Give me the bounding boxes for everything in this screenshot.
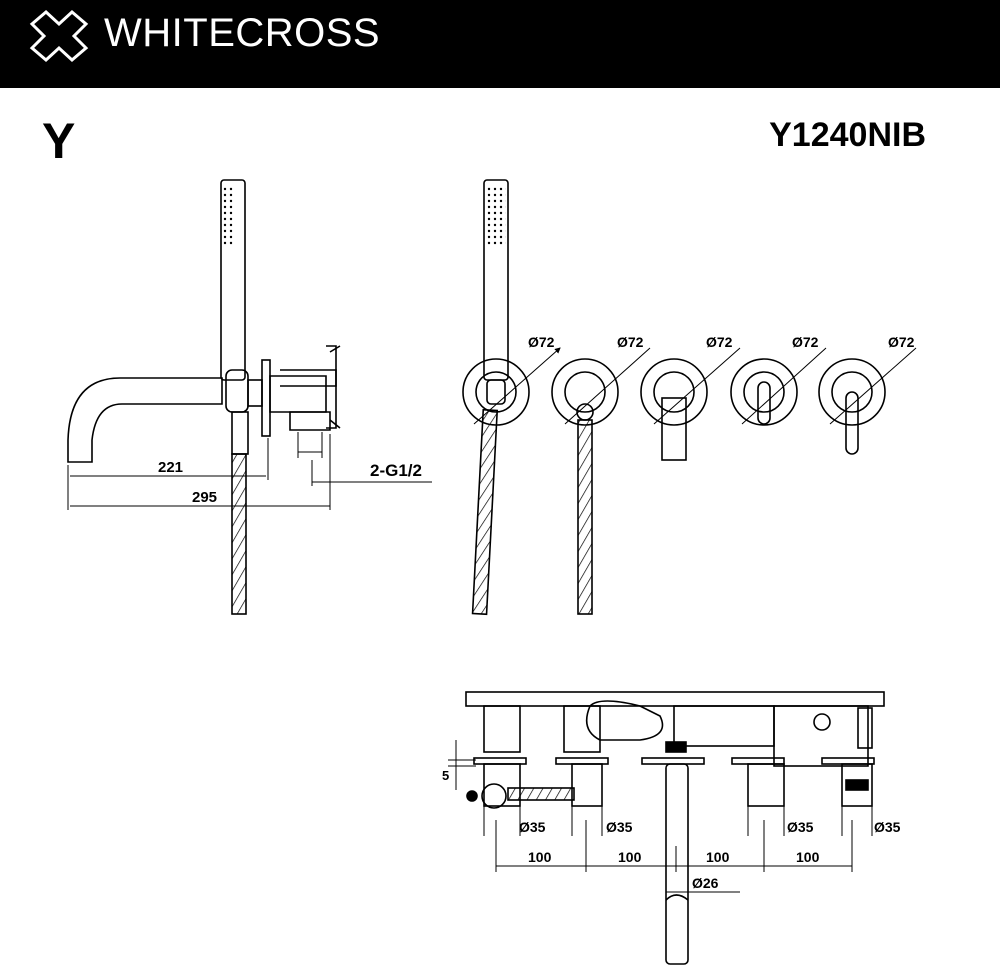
- top-hose: [507, 787, 575, 801]
- side-view: [67, 179, 432, 615]
- cross-x-logo-icon: [29, 9, 89, 63]
- body-dia-4: Ø35: [874, 819, 901, 835]
- wall-flange: [261, 359, 271, 437]
- top-wall-plate: [465, 691, 885, 707]
- body-dia-3: Ø35: [787, 819, 814, 835]
- front-hose-1: [471, 408, 499, 616]
- plate-dia-3: Ø72: [706, 334, 733, 350]
- valve-body: [269, 375, 327, 413]
- shower-head-dots: [223, 186, 233, 246]
- series-letter: Y: [42, 113, 76, 169]
- spacing-1: 100: [528, 849, 552, 865]
- spout-diameter: Ø26: [692, 875, 719, 891]
- dim-connection: 2-G1/2: [370, 461, 422, 480]
- front-hose-2: [577, 419, 593, 615]
- spacing-4: 100: [796, 849, 820, 865]
- plate-dia-2: Ø72: [617, 334, 644, 350]
- header-bar: WHITECROSS: [0, 0, 1000, 88]
- spacing-2: 100: [618, 849, 642, 865]
- plate-dia-1: Ø72: [528, 334, 555, 350]
- spout: [67, 377, 223, 463]
- dim-295: 295: [192, 489, 217, 506]
- top-holder-knob: [481, 783, 507, 809]
- front-spout: [661, 397, 687, 461]
- body-dia-1: Ø35: [519, 819, 546, 835]
- spacing-3: 100: [706, 849, 730, 865]
- side-hose: [231, 453, 247, 615]
- model-code: Y1240NIB: [769, 116, 926, 154]
- top-view: [448, 691, 885, 965]
- plate-dia-5: Ø72: [888, 334, 915, 350]
- top-spout: [665, 763, 689, 965]
- dim-offset: 5: [442, 768, 449, 783]
- front-view: [462, 179, 917, 616]
- hand-shower: [220, 179, 246, 381]
- plate-dia-4: Ø72: [792, 334, 819, 350]
- dim-221: 221: [158, 459, 183, 476]
- brand-name: WHITECROSS: [104, 11, 381, 55]
- body-dia-2: Ø35: [606, 819, 633, 835]
